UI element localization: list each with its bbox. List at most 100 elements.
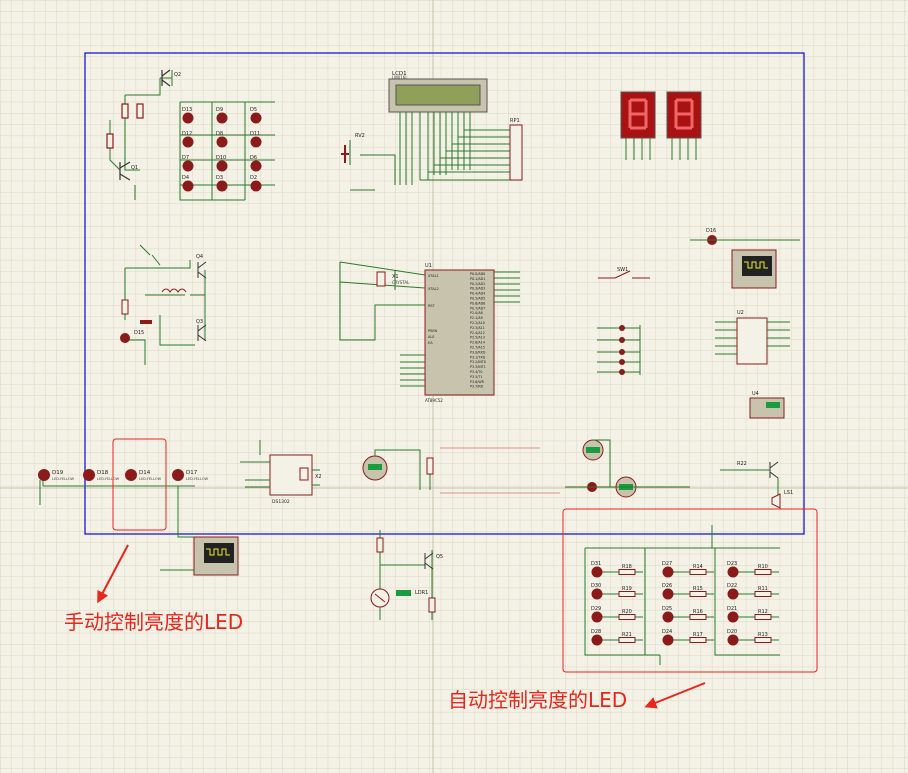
oscilloscope-top[interactable]	[731, 249, 777, 289]
led-d17[interactable]	[172, 469, 184, 481]
rv1-potentiometer[interactable]	[426, 457, 434, 475]
auto-res-label: R15	[693, 586, 703, 592]
chip-u2[interactable]	[736, 317, 768, 365]
capacitor-c5[interactable]	[140, 320, 152, 324]
resistor-r20[interactable]	[618, 614, 636, 620]
led-d12[interactable]	[182, 136, 194, 148]
led-d6[interactable]	[250, 160, 262, 172]
resistor-r13[interactable]	[754, 637, 772, 643]
rv2-potentiometer[interactable]	[341, 145, 349, 163]
speaker-ls1[interactable]	[771, 493, 781, 509]
voltmeter-1[interactable]	[362, 455, 388, 481]
led-bar-2[interactable]	[619, 337, 625, 343]
oscilloscope-bottom[interactable]	[193, 536, 239, 576]
led-label: D4	[182, 175, 189, 181]
led-label: D2	[250, 175, 257, 181]
resistor-r6[interactable]	[376, 537, 384, 553]
resistor-r18[interactable]	[618, 569, 636, 575]
mcu-pin-right: P2.6/A14	[470, 341, 485, 345]
seven-segment-displays[interactable]	[620, 91, 702, 160]
led-label: D10	[216, 155, 226, 161]
mcu-ref: U1	[425, 263, 432, 269]
led-d5[interactable]	[250, 112, 262, 124]
auto-led-label: D24	[662, 629, 672, 635]
led-d15[interactable]	[120, 333, 130, 343]
rp1-resistor-pack[interactable]	[509, 124, 523, 181]
transistor-q5-icon[interactable]	[424, 552, 434, 570]
led-d3[interactable]	[216, 180, 228, 192]
auto-res-label: R18	[622, 564, 632, 570]
crystal-x1[interactable]	[376, 271, 386, 287]
led-d7[interactable]	[182, 160, 194, 172]
led-d8[interactable]	[216, 136, 228, 148]
led-d11[interactable]	[250, 136, 262, 148]
resistor-r12[interactable]	[754, 614, 772, 620]
resistor-r21[interactable]	[618, 637, 636, 643]
resistor-r10[interactable]	[754, 569, 772, 575]
resistor-r9[interactable]	[428, 597, 436, 613]
led-d4[interactable]	[182, 180, 194, 192]
led-d28[interactable]	[591, 634, 603, 646]
led-d13[interactable]	[182, 112, 194, 124]
q2-label: Q2	[174, 72, 181, 78]
led-d10[interactable]	[216, 160, 228, 172]
led-bar-3[interactable]	[619, 349, 625, 355]
auto-res-label: R17	[693, 632, 703, 638]
q3-label: Q3	[196, 319, 203, 325]
led-d25[interactable]	[662, 611, 674, 623]
auto-led-label: D25	[662, 606, 672, 612]
led-d24[interactable]	[662, 634, 674, 646]
auto-res-label: R19	[622, 586, 632, 592]
resistor-r16[interactable]	[689, 614, 707, 620]
led-d23[interactable]	[727, 566, 739, 578]
led-d19[interactable]	[38, 469, 50, 481]
sheet-frame	[84, 52, 805, 535]
transistor-q4-icon[interactable]	[197, 261, 207, 279]
transistor-q2-icon[interactable]	[161, 69, 171, 87]
resistor-r15[interactable]	[689, 591, 707, 597]
led-bar-4[interactable]	[619, 359, 625, 365]
ammeter-top[interactable]	[582, 439, 604, 461]
led-d18[interactable]	[83, 469, 95, 481]
resistor-r5[interactable]	[136, 103, 144, 119]
mcu-pin-right: P0.3/AD3	[470, 287, 485, 291]
led-d31[interactable]	[591, 566, 603, 578]
resistor-r11[interactable]	[754, 591, 772, 597]
transistor-q1-icon[interactable]	[119, 161, 131, 181]
x1-label: X1	[392, 274, 399, 280]
lcd-module[interactable]	[349, 78, 510, 191]
led-d27[interactable]	[662, 566, 674, 578]
led-d21[interactable]	[727, 611, 739, 623]
resistor-r14[interactable]	[689, 569, 707, 575]
resistor-r17[interactable]	[689, 637, 707, 643]
ldr-sensor[interactable]	[370, 588, 390, 608]
led-d30[interactable]	[591, 588, 603, 600]
mcu-pin-left: ALE	[428, 335, 435, 339]
transistor-q3-icon[interactable]	[197, 324, 207, 342]
manual-led-type: LED-YELLOW	[97, 477, 120, 481]
x1-crystal: CRYSTAL	[392, 280, 410, 285]
resistor-r8[interactable]	[121, 299, 129, 315]
mcu-model: AT89C52	[425, 398, 443, 403]
resistor-r3[interactable]	[106, 133, 114, 149]
led-d29[interactable]	[591, 611, 603, 623]
arrow-manual	[97, 544, 129, 604]
led-d9[interactable]	[216, 112, 228, 124]
mcu-pin-right: P3.3/INT1	[470, 365, 486, 369]
led-d26[interactable]	[662, 588, 674, 600]
auto-res-label: R12	[758, 609, 768, 615]
led-d2[interactable]	[250, 180, 262, 192]
auto-led-label: D26	[662, 583, 672, 589]
led-d14[interactable]	[125, 469, 137, 481]
inductor-l[interactable]	[161, 288, 187, 293]
crystal-x2[interactable]	[299, 467, 309, 481]
resistor-r4[interactable]	[121, 103, 129, 119]
led-d22[interactable]	[727, 588, 739, 600]
led-bar-5[interactable]	[619, 369, 625, 375]
sw1-switch[interactable]	[598, 270, 650, 279]
led-d20[interactable]	[727, 634, 739, 646]
led-bar-1[interactable]	[619, 325, 625, 331]
resistor-r19[interactable]	[618, 591, 636, 597]
mcu-u1[interactable]	[424, 269, 495, 396]
